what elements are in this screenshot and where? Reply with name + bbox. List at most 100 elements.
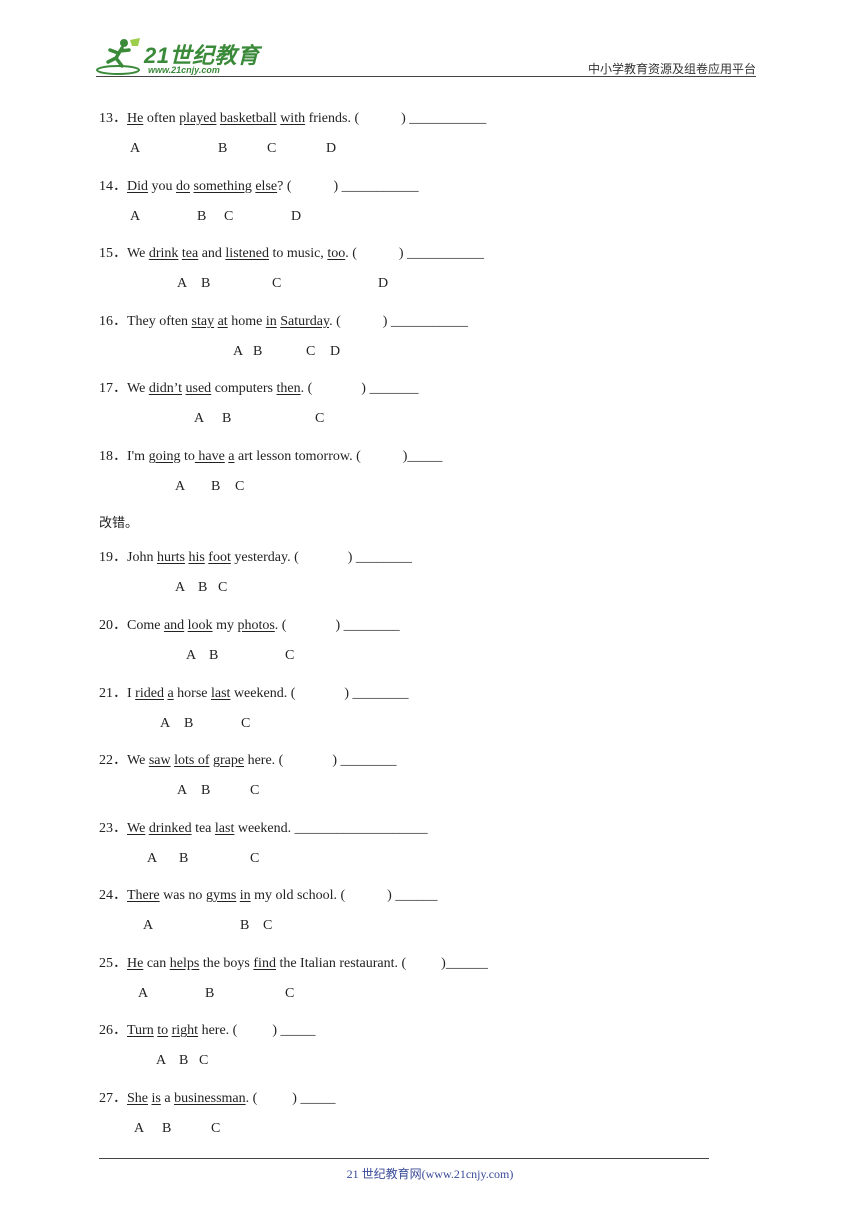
- question-text: here. ( ) _____: [198, 1023, 316, 1038]
- option-letter-b: B: [240, 918, 250, 933]
- underlined-word: his: [188, 550, 205, 565]
- question-number: 25．: [99, 956, 127, 971]
- option-letter-b: B: [209, 648, 219, 663]
- question-text: my: [212, 618, 238, 633]
- header-divider: [96, 76, 756, 77]
- section-title: 改错。: [99, 516, 139, 531]
- underlined-word: to: [157, 1023, 169, 1038]
- question-text: to music,: [268, 246, 328, 261]
- question-text: . ( ) ___________: [329, 314, 468, 329]
- underlined-word: and: [163, 618, 185, 633]
- underlined-word: There: [127, 888, 160, 903]
- question-24: 24．There was no gyms in my old school. (…: [99, 884, 437, 904]
- underlined-word: foot: [208, 550, 231, 565]
- option-letter-c: C: [199, 1053, 209, 1068]
- option-letter-c: C: [211, 1121, 221, 1136]
- question-26: 26．Turn to right here. ( ) _____: [99, 1019, 316, 1039]
- underlined-word: gyms: [205, 888, 237, 903]
- question-number: 23．: [99, 821, 127, 836]
- question-15: 15．We drink tea and listened to music, t…: [99, 242, 484, 262]
- underlined-word: basketball: [219, 111, 277, 126]
- option-letter-a: A: [160, 716, 171, 731]
- option-letter-c: C: [218, 580, 228, 595]
- option-letter-b: B: [184, 716, 194, 731]
- option-letter-c: C: [235, 479, 245, 494]
- question-14: 14．Did you do something else? ( ) ______…: [99, 175, 419, 195]
- option-letter-c: C: [267, 141, 277, 156]
- option-letter-a: A: [194, 411, 205, 426]
- question-text: yesterday. ( ) ________: [230, 550, 412, 565]
- question-text: weekend. ___________________: [234, 821, 428, 836]
- question-text: . ( ) _______: [300, 381, 419, 396]
- question-text: They often: [127, 314, 192, 329]
- question-text: friends. ( ) ___________: [305, 111, 487, 126]
- option-letter-d: D: [326, 141, 337, 156]
- question-text: my old school. ( ) ______: [250, 888, 438, 903]
- question-17: 17．We didn’t used computers then. ( ) __…: [99, 377, 418, 397]
- underlined-word: at: [217, 314, 228, 329]
- underlined-word: drink: [148, 246, 179, 261]
- underlined-word: else: [255, 179, 278, 194]
- underlined-word: drinked: [148, 821, 192, 836]
- option-letter-a: A: [177, 783, 188, 798]
- underlined-word: She: [127, 1091, 148, 1106]
- underlined-word: right: [171, 1023, 199, 1038]
- underlined-word: look: [187, 618, 213, 633]
- option-letter-a: A: [177, 276, 188, 291]
- underlined-word: find: [253, 956, 276, 971]
- option-letter-b: B: [253, 344, 263, 359]
- question-number: 21．: [99, 686, 127, 701]
- underlined-word: is: [151, 1091, 161, 1106]
- option-letter-a: A: [186, 648, 197, 663]
- underlined-word: too: [327, 246, 346, 261]
- underlined-word: He: [127, 956, 144, 971]
- question-text: and: [198, 246, 226, 261]
- underlined-word: He: [127, 111, 144, 126]
- option-letter-d: D: [378, 276, 389, 291]
- question-23: 23．We drinked tea last weekend. ________…: [99, 817, 428, 837]
- option-letter-c: C: [306, 344, 316, 359]
- underlined-word: in: [265, 314, 277, 329]
- question-text: a: [160, 1091, 175, 1106]
- question-text: art lesson tomorrow. ( )_____: [234, 449, 443, 464]
- question-text: weekend. ( ) ________: [230, 686, 409, 701]
- question-text: home: [227, 314, 266, 329]
- underlined-word: helps: [169, 956, 200, 971]
- option-letter-b: B: [162, 1121, 172, 1136]
- question-number: 26．: [99, 1023, 127, 1038]
- question-number: 18．: [99, 449, 127, 464]
- question-text: We: [127, 246, 149, 261]
- underlined-word: something: [193, 179, 252, 194]
- question-text: to: [180, 449, 195, 464]
- option-letter-a: A: [130, 209, 141, 224]
- underlined-word: We: [127, 821, 146, 836]
- underlined-word: in: [239, 888, 251, 903]
- option-letter-a: A: [175, 479, 186, 494]
- option-letter-a: A: [143, 918, 154, 933]
- question-text: computers: [211, 381, 277, 396]
- site-logo: 21世纪教育 www.21cnjy.com: [96, 34, 266, 78]
- option-letter-b: B: [198, 580, 208, 595]
- underlined-word: then: [276, 381, 301, 396]
- question-number: 22．: [99, 753, 127, 768]
- underlined-word: stay: [191, 314, 215, 329]
- option-letter-c: C: [224, 209, 234, 224]
- underlined-word: listened: [225, 246, 269, 261]
- question-21: 21．I ride​d a horse last weekend. ( ) __…: [99, 682, 409, 702]
- question-27: 27．She is a businessman. ( ) _____: [99, 1087, 335, 1107]
- underlined-word: businessman: [174, 1091, 246, 1106]
- question-number: 15．: [99, 246, 127, 261]
- question-text: was no: [159, 888, 206, 903]
- logo-url: www.21cnjy.com: [148, 65, 220, 75]
- underlined-word: photos: [237, 618, 275, 633]
- option-letter-c: C: [315, 411, 325, 426]
- underlined-word: last: [214, 821, 235, 836]
- option-letter-d: D: [291, 209, 302, 224]
- question-text: ? ( ) ___________: [277, 179, 419, 194]
- question-text: I'm: [127, 449, 149, 464]
- question-text: . ( ) ___________: [345, 246, 485, 261]
- question-22: 22．We saw lots of grape here. ( ) ______…: [99, 749, 397, 769]
- underlined-word: going: [148, 449, 181, 464]
- question-text: here. ( ) ________: [244, 753, 397, 768]
- underlined-word: last: [210, 686, 231, 701]
